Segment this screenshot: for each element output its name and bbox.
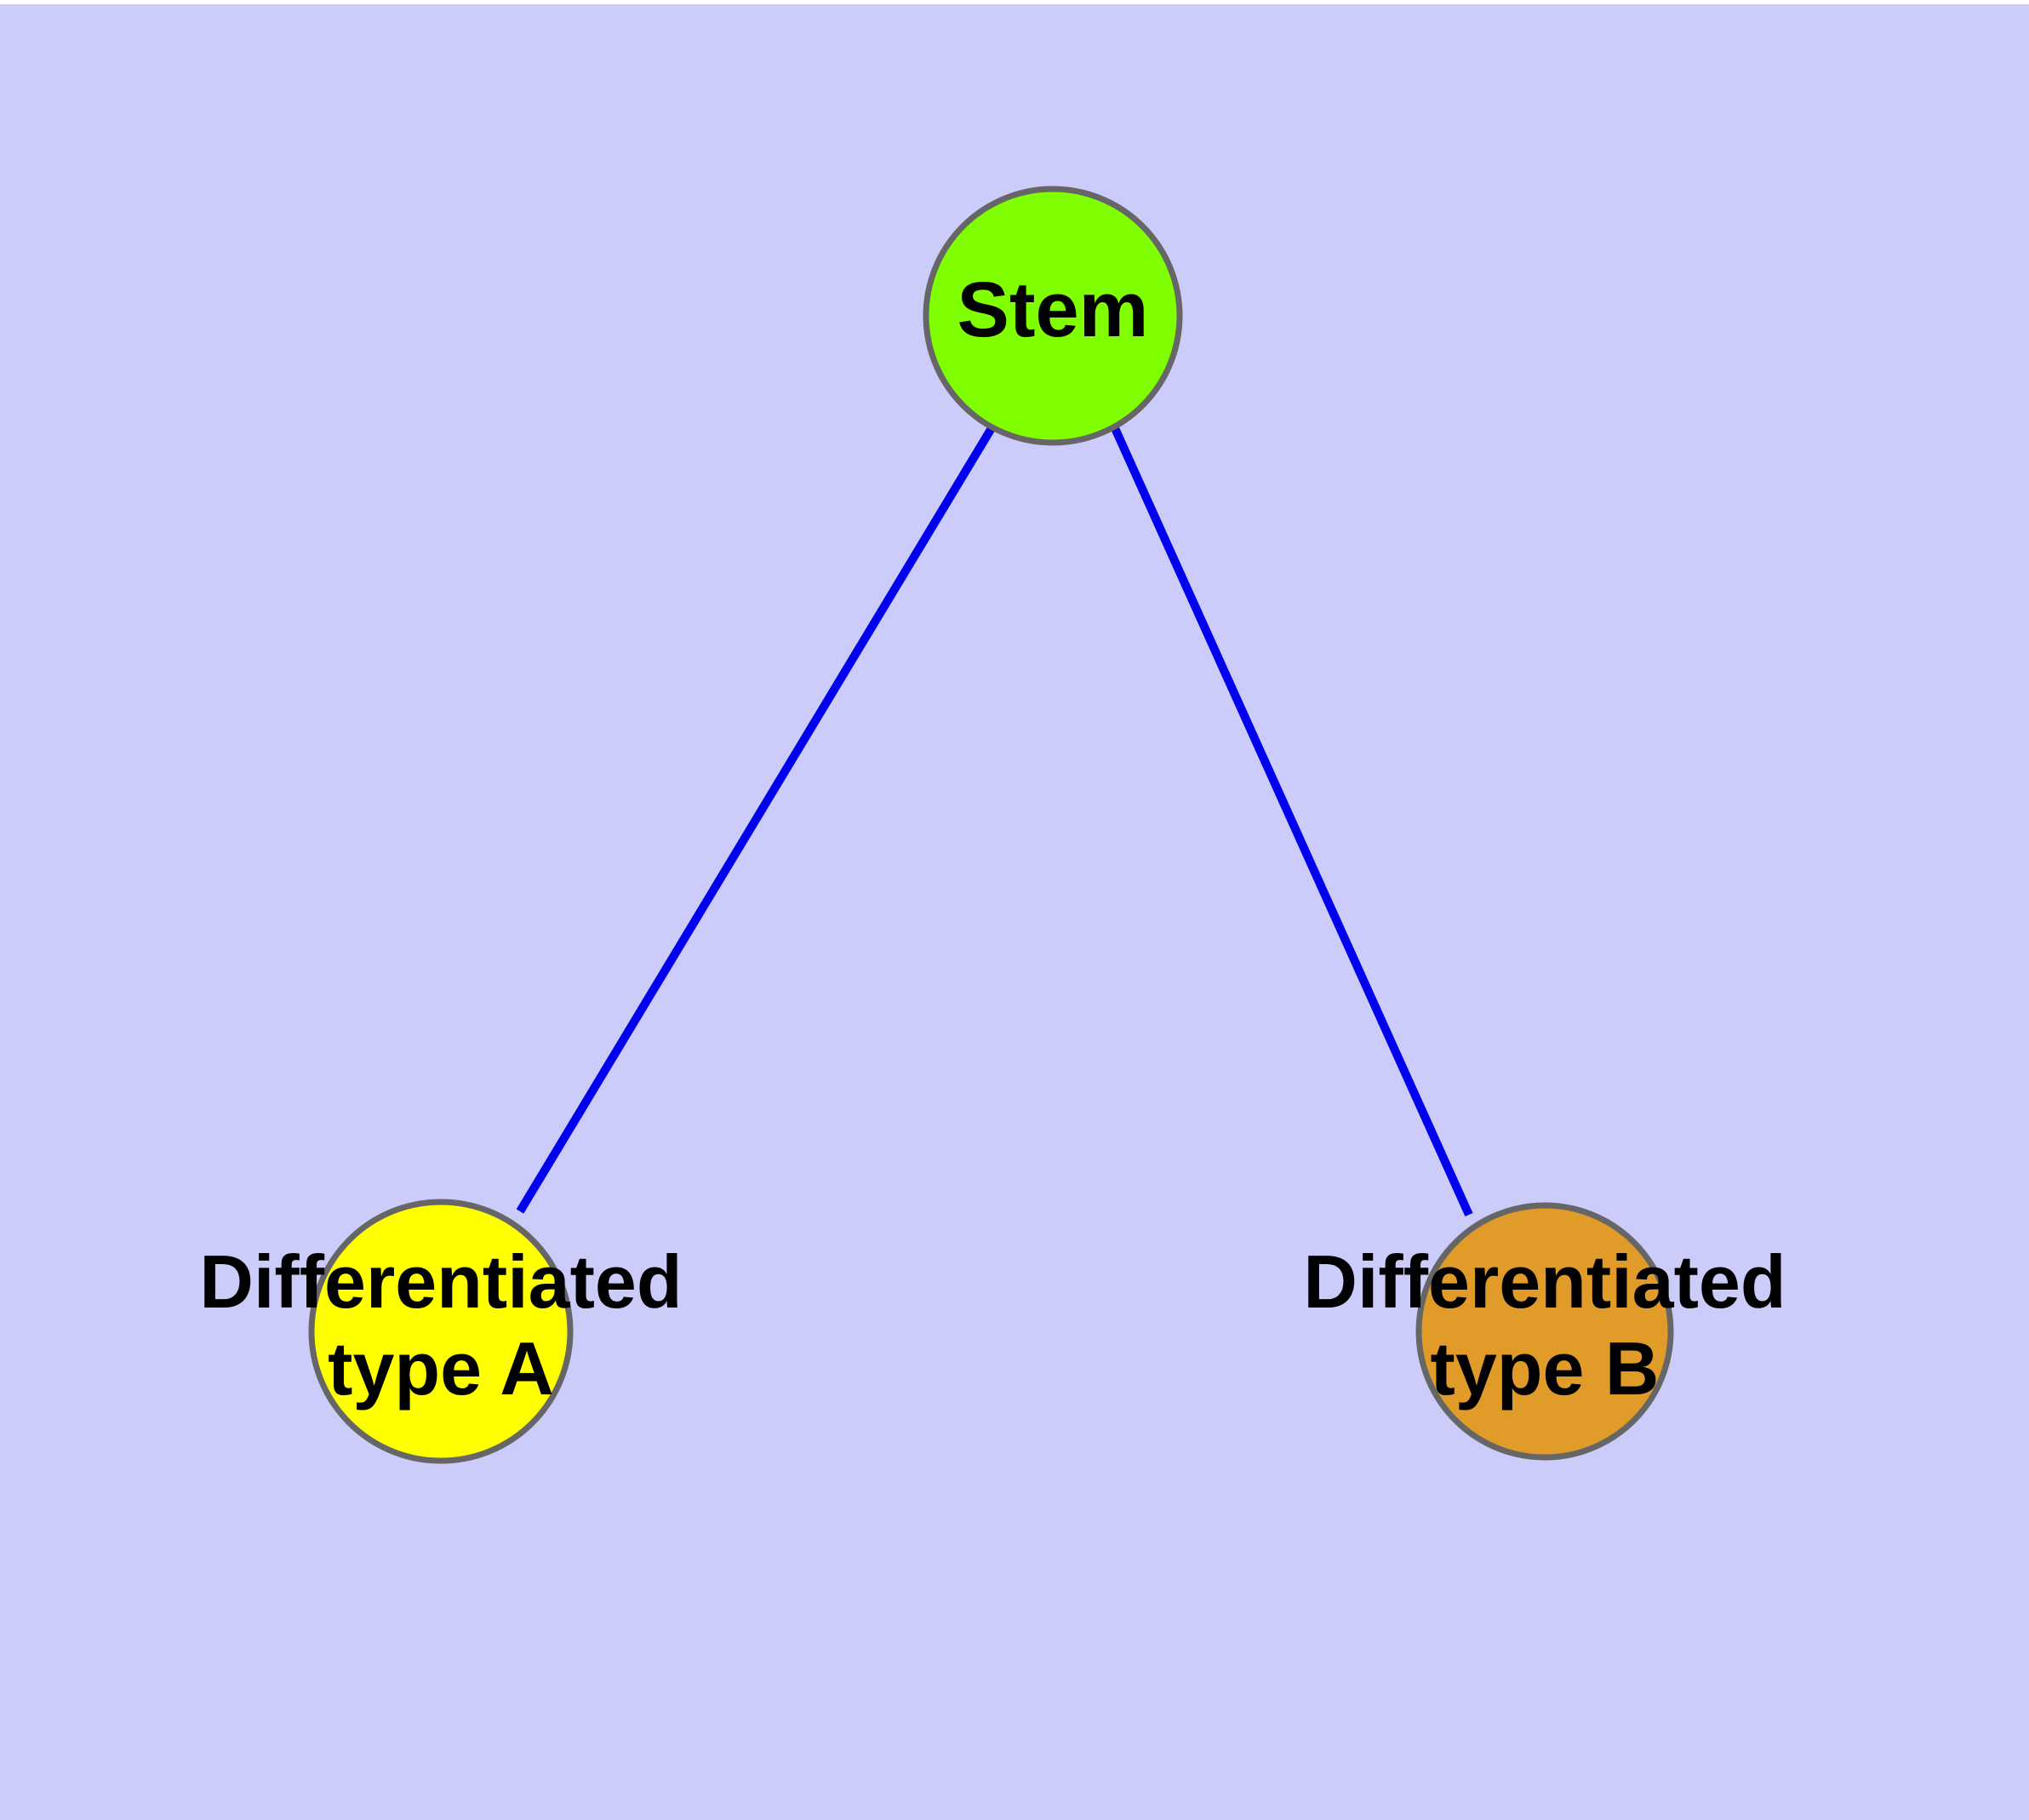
- edge-stem-to-differentiated-type-a[interactable]: [516, 426, 996, 1214]
- edge-stem-to-differentiated-type-b[interactable]: [1111, 426, 1473, 1217]
- node-label-line: Differentiated: [1303, 1239, 1786, 1324]
- node-label-line: type B: [1431, 1326, 1660, 1411]
- node-stem-label: Stem: [957, 266, 1149, 353]
- node-stem[interactable]: Stem: [923, 186, 1183, 446]
- edge-layer: [516, 426, 1473, 1217]
- node-differentiated-type-a-circle[interactable]: [308, 1199, 574, 1464]
- node-label-line: Stem: [957, 266, 1149, 353]
- node-label-line: type A: [328, 1326, 554, 1411]
- node-differentiated-type-b-circle[interactable]: [1415, 1202, 1674, 1461]
- node-stem-circle[interactable]: [923, 186, 1183, 446]
- node-label-line: Differentiated: [199, 1239, 682, 1324]
